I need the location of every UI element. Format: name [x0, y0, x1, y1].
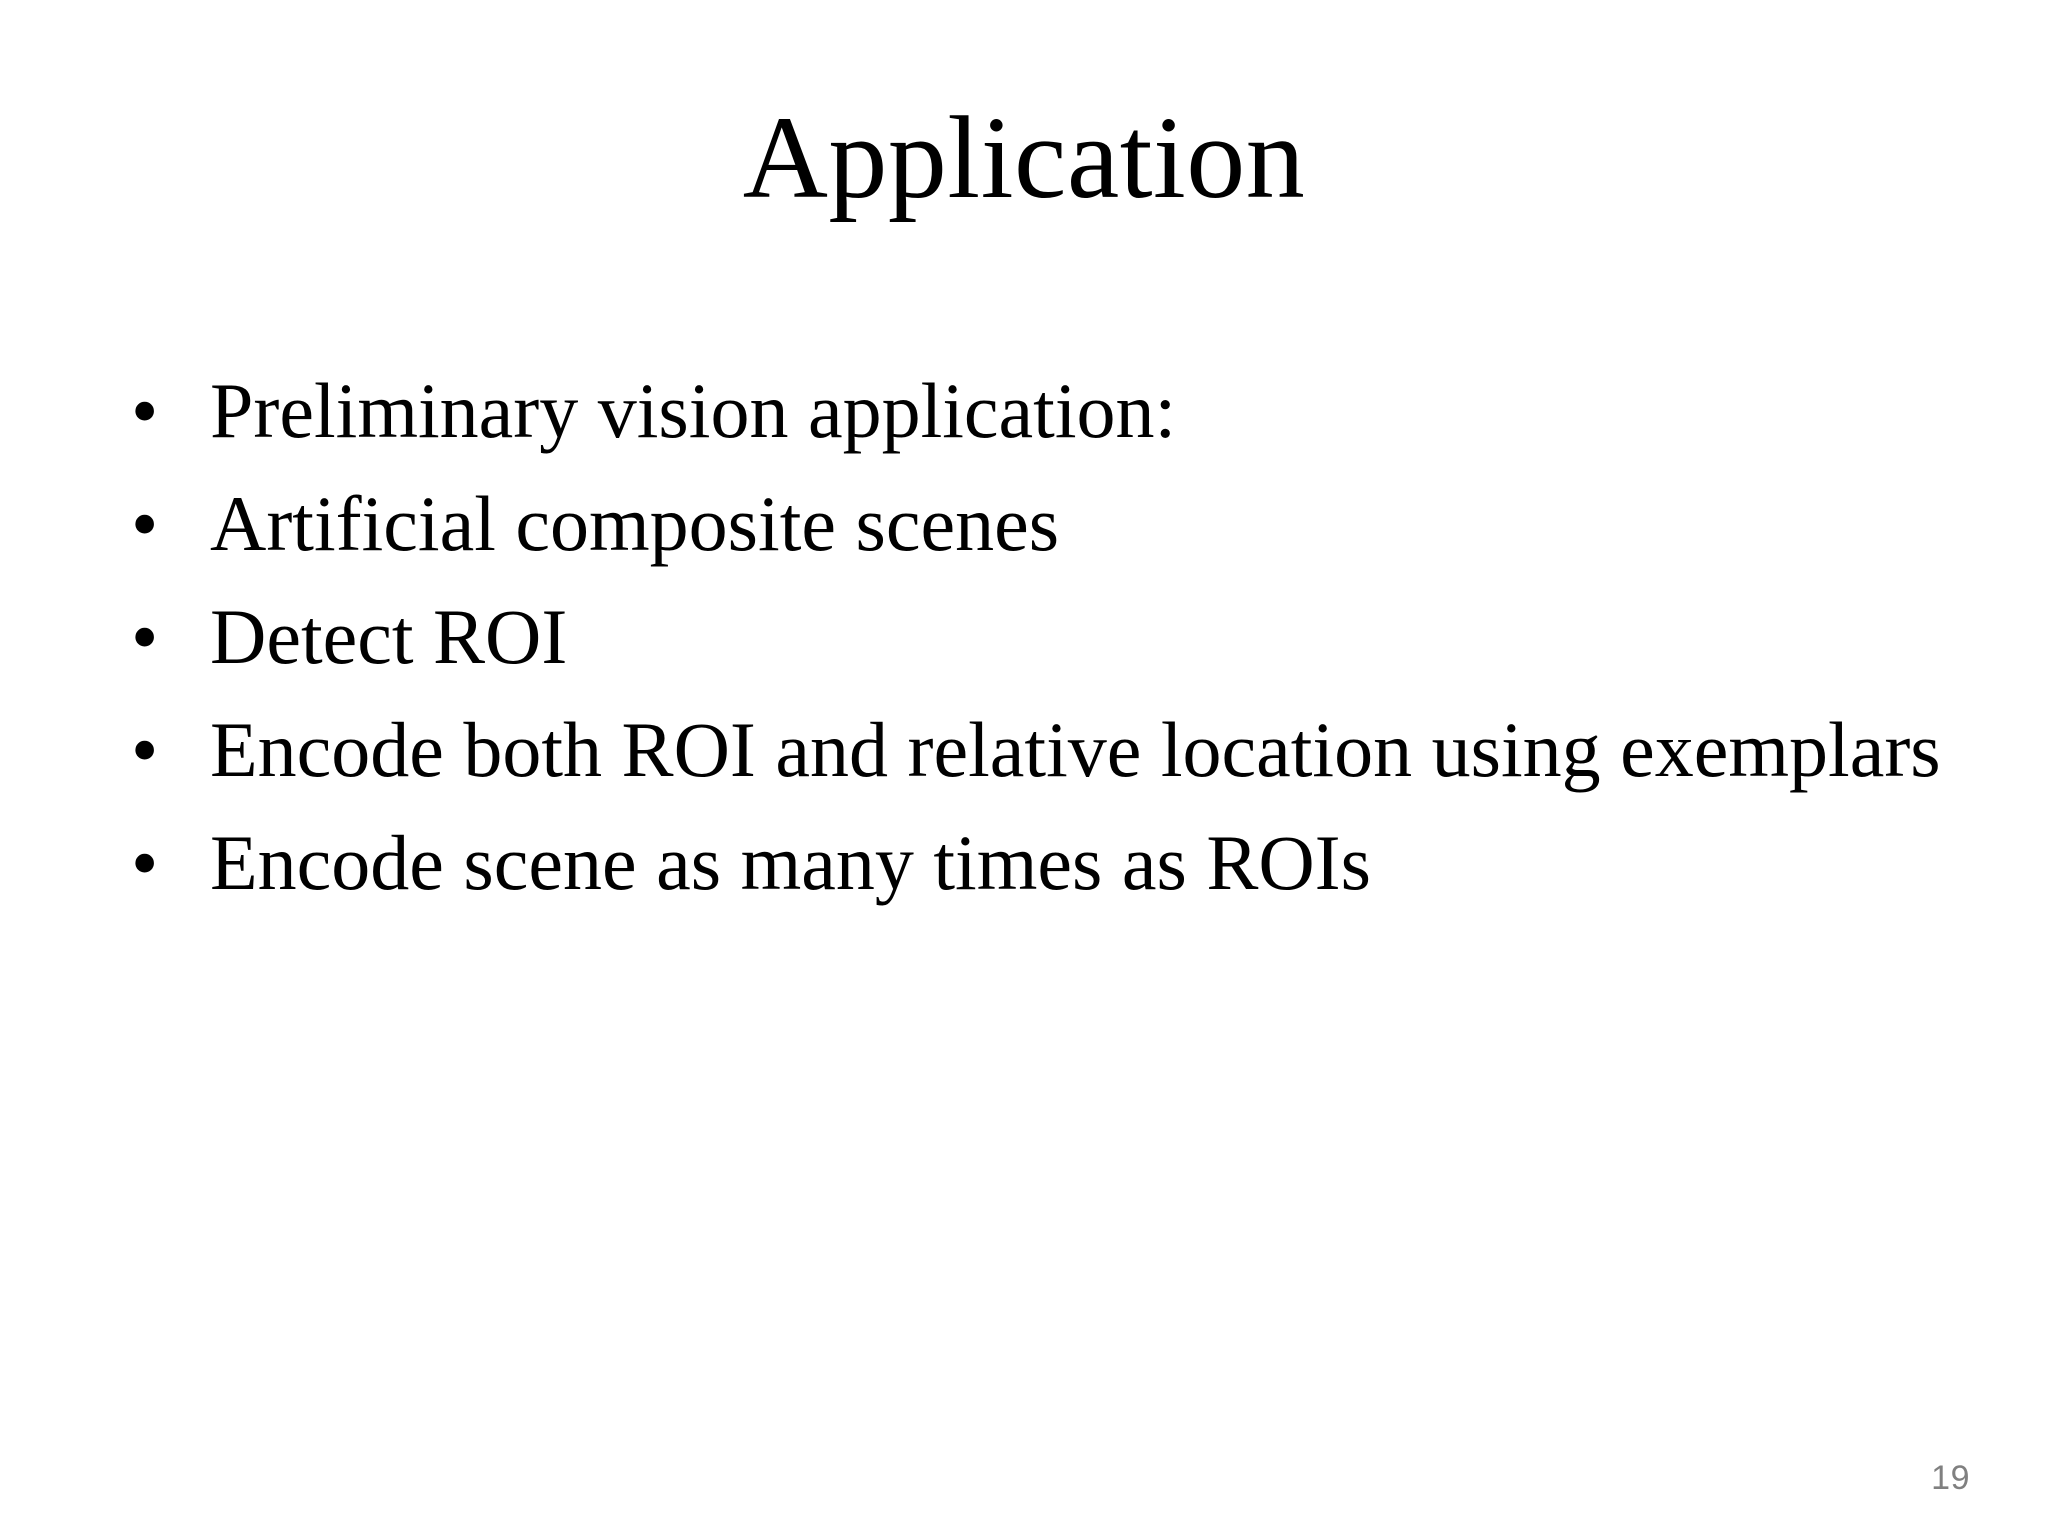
list-item-text: Artificial composite scenes	[210, 480, 1060, 568]
bullet-point-icon: •	[131, 593, 159, 681]
bullet-point-icon: •	[131, 367, 159, 454]
list-item-text: Encode scene as many times as ROIs	[210, 819, 1372, 907]
list-item: • Encode both ROI and relative location …	[118, 704, 1978, 796]
bullet-point-icon: •	[131, 480, 159, 568]
bullet-point-icon: •	[131, 819, 159, 907]
page-number: 19	[1931, 1459, 1970, 1497]
list-item-text: Preliminary vision application:	[210, 367, 1177, 454]
page-title: Application	[742, 92, 1306, 223]
list-item: • Encode scene as many times as ROIs	[118, 817, 1978, 909]
list-item: • Detect ROI	[118, 591, 1978, 683]
list-item: • Artificial composite scenes	[118, 478, 1978, 570]
list-item-text: Detect ROI	[210, 593, 568, 681]
bullet-list: • Preliminary vision application: • Arti…	[118, 365, 1978, 909]
list-item-text: Encode both ROI and relative location us…	[210, 706, 1941, 794]
list-item: • Preliminary vision application:	[118, 365, 1978, 457]
bullet-point-icon: •	[131, 706, 159, 794]
